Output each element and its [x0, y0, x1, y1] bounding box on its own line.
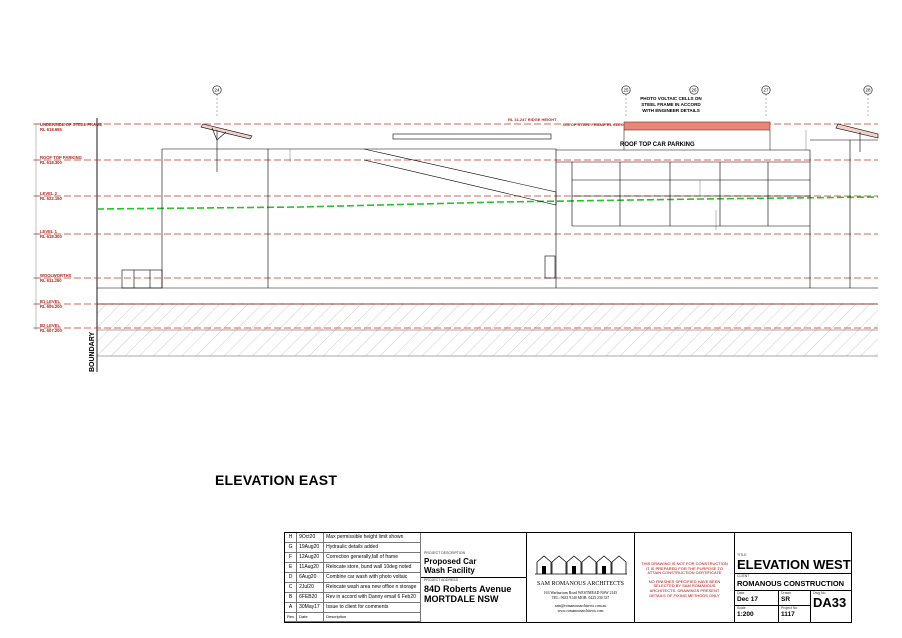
project-address: 84D Roberts Avenue MORTDALE NSW	[424, 584, 512, 604]
sheet-title: ELEVATION WEST	[737, 557, 851, 572]
disclaimer-line: DETAILS OF FIXING METHODS ONLY	[649, 592, 720, 598]
pv-panels	[623, 121, 771, 131]
height-notes: RL 31.247 RIDGE HEIGHT U/S OF STEEL FRAM…	[508, 117, 628, 127]
architect-logo	[534, 555, 627, 575]
dwg-no-label: Dwg No	[813, 591, 826, 595]
project-block: PROJECT DESCRIPTION Proposed Car Wash Fa…	[421, 533, 527, 622]
project-address-label: PROJECT ADDRESS	[424, 578, 458, 582]
grid-marker: 26	[689, 85, 699, 95]
level-name: ROOF TOP PARKING	[40, 155, 82, 160]
architect-phone: TEL: 9633 9140 MOB: 0425 230 337	[551, 596, 610, 600]
level-rl: RL 618.665	[40, 127, 62, 132]
grid-marker: 28	[863, 85, 873, 118]
disclaimer-line: THIS DRAWING IS NOT FOR CONSTRUCTION	[641, 561, 728, 566]
level-rl: RL 607.200	[40, 328, 62, 333]
project-description-label: PROJECT DESCRIPTION	[424, 551, 466, 555]
svg-text:27: 27	[763, 88, 769, 93]
roof-parking-label: ROOF TOP CAR PARKING	[620, 142, 695, 148]
disclaimer-block: THIS DRAWING IS NOT FOR CONSTRUCTION IT …	[635, 533, 735, 622]
project-description: Proposed Car Wash Facility	[424, 557, 477, 575]
steel-frame-note: U/S OF STEEL FRAME RL 618.665	[563, 122, 628, 127]
canopy-left	[200, 123, 253, 172]
project-no-label: Project No	[781, 606, 798, 610]
svg-text:26: 26	[691, 88, 697, 93]
level-rl: RL 618.300	[40, 160, 62, 165]
level-name: B1 LEVEL	[40, 299, 60, 304]
date-value: Dec 17	[737, 596, 758, 603]
drawn-value: SR	[781, 596, 791, 603]
drawing-title: ELEVATION EAST	[215, 472, 338, 488]
project-number: 1117	[781, 611, 795, 618]
svg-text:24: 24	[214, 88, 220, 93]
grid-marker: 27	[761, 85, 771, 118]
disclaimer-line: SELECTED BY SAM ROMANOUS	[653, 583, 716, 589]
level-rl: RL 618.300	[40, 234, 62, 239]
disclaimer-line: ARCHITECTS. DRAWINGS PRESENT	[649, 587, 720, 593]
natural-ground-line	[96, 196, 879, 210]
level-rl: RL 622.150	[40, 196, 62, 201]
client-label: CLIENT	[737, 574, 750, 578]
pv-note: PHOTO VOLTAIC CELLS ON STEEL FRAME IN AC…	[640, 96, 702, 113]
sheet-info-block: TITLE ELEVATION WEST CLIENT ROMANOUS CON…	[735, 533, 851, 622]
grid-markers: 24 25 26 27 28	[212, 85, 873, 118]
building-outline	[97, 133, 878, 289]
canopy-right	[835, 123, 879, 152]
architect-website: www.romanousarchitects.com	[557, 609, 604, 613]
level-name: WOOLWORTHS	[40, 273, 72, 278]
architect-email: sam@romanousarchitects.com.au	[554, 604, 607, 608]
architect-block: SAM ROMANOUS ARCHITECTS 163 Warburtons R…	[527, 533, 635, 622]
level-name: LEVEL 1	[40, 229, 58, 234]
date-label: Date	[737, 591, 745, 595]
drawn-label: Drawn	[781, 591, 792, 595]
ridge-note: RL 31.247 RIDGE HEIGHT	[508, 117, 557, 122]
disclaimer-line: NO FINISHES SPECIFIED HAVE BEEN	[648, 578, 721, 584]
dimension-chain	[33, 123, 39, 330]
client-name: ROMANOUS CONSTRUCTION	[737, 579, 845, 588]
disclaimer-line: IT IS PREPARED FOR THE PURPOSE TO	[646, 565, 723, 571]
svg-text:WITH ENGINEER DETAILS: WITH ENGINEER DETAILS	[642, 108, 700, 113]
svg-text:25: 25	[623, 88, 629, 93]
level-name: LEVEL 2	[40, 191, 58, 196]
level-name: B2 LEVEL	[40, 323, 60, 328]
level-labels: UNDERSIDE OF STEEL FRAME RL 618.665 ROOF…	[40, 122, 102, 333]
architect-name: SAM ROMANOUS ARCHITECTS	[536, 581, 624, 587]
level-rl: RL 605.200	[40, 304, 62, 309]
architect-address: 163 Warburtons Road WESTMEAD NSW 2145	[543, 591, 618, 595]
svg-text:28: 28	[865, 88, 871, 93]
boundary-label: BOUNDARY	[89, 331, 96, 372]
level-rl: RL 611.250	[40, 278, 62, 283]
scale-value: 1:200	[737, 611, 754, 618]
scale-label: Scale	[737, 606, 746, 610]
level-name: UNDERSIDE OF STEEL FRAME	[40, 122, 102, 127]
disclaimer-line: ATTAIN CONSTRUCTION CERTIFICATE	[647, 570, 722, 576]
title-label: TITLE	[737, 553, 747, 557]
grid-marker: 25	[621, 85, 631, 118]
svg-text:PHOTO VOLTAIC CELLS ON: PHOTO VOLTAIC CELLS ON	[640, 96, 702, 101]
grid-marker: 24	[212, 85, 222, 118]
drawing-number: DA33	[813, 595, 847, 610]
svg-text:STEEL FRAME IN ACCORD: STEEL FRAME IN ACCORD	[641, 102, 701, 107]
vertical-dims	[289, 130, 807, 230]
